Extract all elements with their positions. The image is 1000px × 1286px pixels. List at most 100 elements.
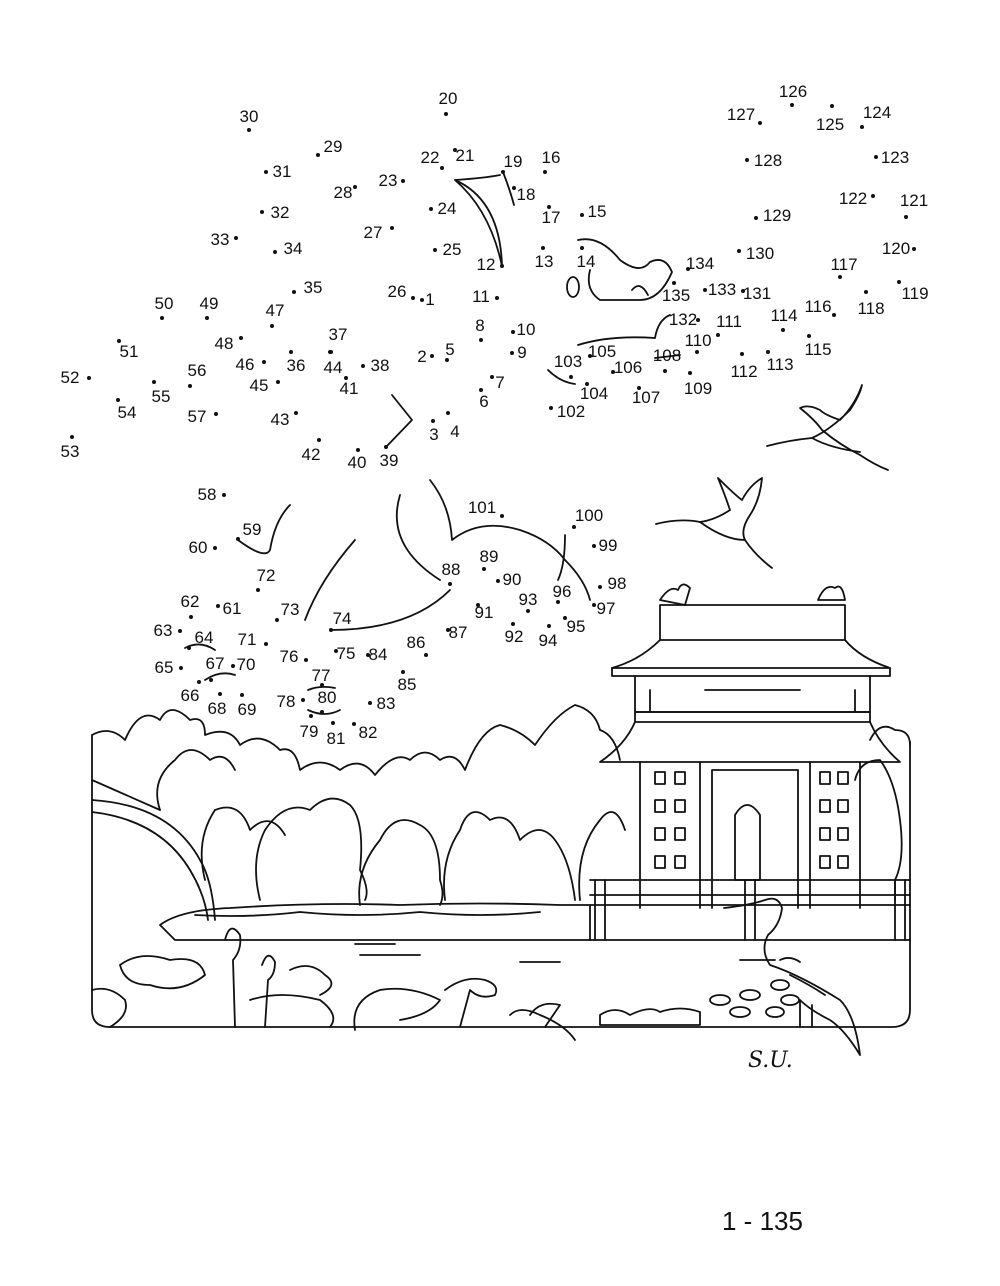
dot-number-label: 45 <box>249 376 269 395</box>
dot-point <box>703 288 707 292</box>
dot-point <box>160 316 164 320</box>
dot-number-label: 38 <box>370 356 390 375</box>
dot-point <box>663 369 667 373</box>
dot-number-label: 21 <box>455 146 475 165</box>
dot-point <box>832 313 836 317</box>
dot-number-label: 125 <box>815 115 845 134</box>
dot-number-label: 118 <box>857 299 885 318</box>
dot-number-label: 24 <box>437 199 457 218</box>
dot-number-label: 85 <box>397 675 417 694</box>
dot-number-label: 48 <box>214 334 234 353</box>
dot-point <box>429 207 433 211</box>
dot-number-label: 92 <box>504 627 524 646</box>
dot-number-label: 110 <box>684 331 712 350</box>
dot-number-label: 67 <box>205 654 225 673</box>
dot-point <box>187 646 191 650</box>
dot-point <box>479 338 483 342</box>
dot-number-label: 40 <box>347 453 367 472</box>
dot-point <box>356 448 360 452</box>
dot-point <box>495 296 499 300</box>
dot-number-label: 96 <box>552 582 572 601</box>
dot-number-label: 19 <box>503 152 523 171</box>
dot-number-label: 83 <box>376 694 396 713</box>
dot-point <box>304 658 308 662</box>
dot-number-label: 37 <box>328 325 348 344</box>
scene-frame <box>91 734 911 1028</box>
dot-number-label: 90 <box>502 570 522 589</box>
dot-point <box>592 544 596 548</box>
dot-point <box>740 352 744 356</box>
dot-number-label: 17 <box>541 208 561 227</box>
dot-point <box>860 125 864 129</box>
dot-point <box>511 330 515 334</box>
dot-point <box>329 628 333 632</box>
dot-point <box>197 680 201 684</box>
pagoda <box>589 583 911 941</box>
dot-number-label: 123 <box>880 148 910 167</box>
dot-number-label: 54 <box>117 403 137 422</box>
dot-number-label: 76 <box>279 647 299 666</box>
dot-number-label: 95 <box>566 617 586 636</box>
dot-point <box>511 622 515 626</box>
dot-number-label: 72 <box>256 566 276 585</box>
dot-number-label: 64 <box>194 628 214 647</box>
dot-number-label: 26 <box>387 282 407 301</box>
dot-number-label: 2 <box>417 347 427 366</box>
dot-point <box>292 290 296 294</box>
dot-point <box>320 710 324 714</box>
dot-number-label: 117 <box>830 255 858 274</box>
dot-number-label: 94 <box>538 631 558 650</box>
dot-point <box>688 371 692 375</box>
dot-number-label: 124 <box>862 103 892 122</box>
dot-number-label: 3 <box>429 425 439 444</box>
dot-number-label: 91 <box>474 603 494 622</box>
dot-point <box>766 350 770 354</box>
dot-number-label: 80 <box>317 688 337 707</box>
dot-range-label: 1 - 135 <box>722 1206 803 1236</box>
dot-point <box>754 216 758 220</box>
dot-number-label: 129 <box>762 206 792 225</box>
dot-point <box>179 666 183 670</box>
dot-number-label: 10 <box>516 320 536 339</box>
dot-number-label: 6 <box>479 392 489 411</box>
dot-point <box>231 664 235 668</box>
dot-point <box>580 246 584 250</box>
dot-point <box>547 205 551 209</box>
dot-point <box>264 642 268 646</box>
dot-number-label: 105 <box>587 342 617 361</box>
dot-number-label: 114 <box>770 306 798 325</box>
dot-point <box>317 438 321 442</box>
dot-point <box>352 722 356 726</box>
dot-number-label: 86 <box>406 633 426 652</box>
dot-number-label: 9 <box>517 343 527 362</box>
dot-point <box>222 493 226 497</box>
dot-point <box>490 375 494 379</box>
dot-number-label: 46 <box>235 355 255 374</box>
dot-number-label: 70 <box>236 655 256 674</box>
dot-number-label: 57 <box>187 407 207 426</box>
dot-point <box>366 653 370 657</box>
dot-point <box>745 158 749 162</box>
dot-number-label: 81 <box>326 729 346 748</box>
dot-number-label: 50 <box>154 294 174 313</box>
dot-point <box>526 609 530 613</box>
guide-curves <box>184 171 681 715</box>
dot-point <box>205 316 209 320</box>
dot-number-label: 130 <box>745 244 775 263</box>
dot-number-label: 51 <box>119 342 139 361</box>
dot-point <box>188 384 192 388</box>
dot-number-label: 132 <box>668 310 698 329</box>
lotus-plants <box>91 927 800 1041</box>
dot-point <box>189 615 193 619</box>
dot-number-label: 18 <box>516 185 536 204</box>
dot-point <box>580 213 584 217</box>
dot-number-label: 25 <box>442 240 462 259</box>
dot-point <box>904 215 908 219</box>
dot-point <box>874 155 878 159</box>
dot-point <box>737 249 741 253</box>
dot-point <box>672 281 676 285</box>
dot-point <box>781 328 785 332</box>
dot-number-label: 128 <box>753 151 783 170</box>
dot-point <box>510 351 514 355</box>
dot-point <box>431 419 435 423</box>
